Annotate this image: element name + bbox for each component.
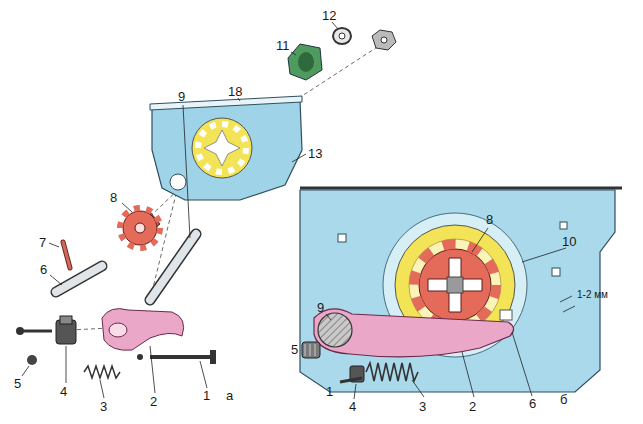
callout-number: б: [560, 392, 567, 407]
callout-number: 3: [100, 399, 107, 414]
callout-number: 9: [178, 89, 185, 104]
callout-number: 6: [529, 396, 536, 411]
callout-number: 11: [276, 38, 290, 53]
callout-number: 4: [60, 384, 67, 399]
callout-number: 8: [486, 212, 493, 227]
callout-number: 3: [419, 399, 426, 414]
callout-number: 10: [562, 234, 576, 249]
callout-number: 5: [14, 376, 21, 391]
callout-number: 9: [317, 300, 324, 315]
callout-number: 2: [150, 394, 157, 409]
callout-number: 8: [110, 190, 117, 205]
callout-number: 1-2 мм: [577, 289, 608, 301]
callout-number: 1: [203, 388, 210, 403]
callout-number: 18: [228, 84, 242, 99]
callout-number: 4: [349, 399, 356, 414]
callout-number: 1: [326, 384, 333, 399]
callout-number: 2: [469, 399, 476, 414]
callout-number: 13: [308, 146, 322, 161]
callout-number: 5: [291, 342, 298, 357]
callout-number: 7: [39, 235, 46, 250]
callout-number: 12: [322, 8, 336, 23]
callout-number: а: [226, 388, 233, 403]
callout-number: 6: [40, 262, 47, 277]
